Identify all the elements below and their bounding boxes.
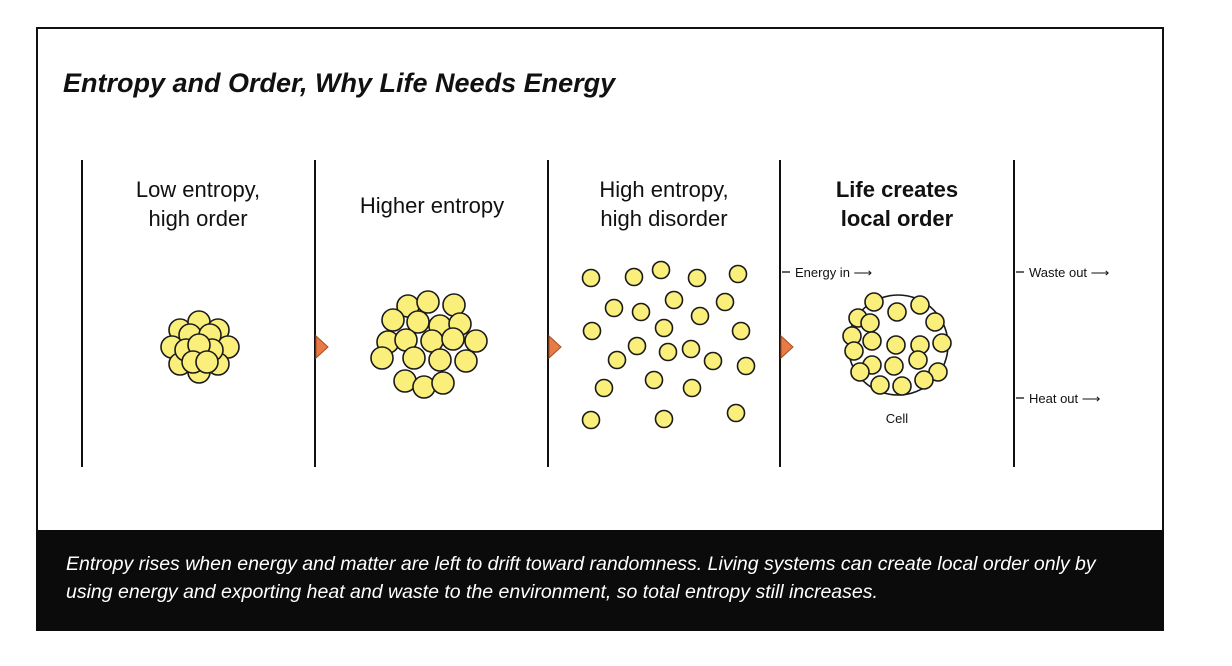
particle-inside-cell	[914, 370, 934, 390]
panel-label-high-line-2: high disorder	[600, 206, 727, 231]
particle-high-entropy	[581, 268, 601, 288]
particle-high-entropy	[664, 290, 684, 310]
particle-inside-cell	[886, 335, 906, 355]
waste-out-label: Waste out ⟶	[1029, 265, 1109, 280]
particle-high-entropy	[631, 302, 651, 322]
panel-label-low-line-2: high order	[148, 206, 247, 231]
chevron-right-icon	[548, 334, 562, 360]
caption-bar: Entropy rises when energy and matter are…	[36, 530, 1164, 631]
page-title: Entropy and Order, Why Life Needs Energy	[63, 68, 617, 98]
caption-text: Entropy rises when energy and matter are…	[66, 553, 1096, 603]
particle-higher-entropy	[431, 371, 455, 395]
particle-higher-entropy	[412, 375, 436, 399]
particle-high-entropy	[658, 342, 678, 362]
particle-inside-cell	[932, 333, 952, 353]
panel-label-higher: Higher entropy	[360, 193, 504, 218]
particle-high-entropy	[582, 321, 602, 341]
particle-higher-entropy	[402, 346, 426, 370]
particle-high-entropy	[654, 409, 674, 429]
panel-label-life-line-1: Life creates	[836, 177, 958, 202]
panel-label-low-line-1: Low entropy,	[136, 177, 260, 202]
particle-inside-cell	[862, 331, 882, 351]
particle-high-entropy	[607, 350, 627, 370]
particle-high-entropy	[654, 318, 674, 338]
cell-label: Cell	[886, 411, 909, 426]
particle-inside-cell	[887, 302, 907, 322]
panel-label-high-line-1: High entropy,	[599, 177, 728, 202]
particle-higher-entropy	[464, 329, 488, 353]
heat-out-label: Heat out ⟶	[1029, 391, 1100, 406]
particle-inside-cell	[870, 375, 890, 395]
particle-higher-entropy	[454, 349, 478, 373]
particle-inside-cell	[844, 341, 864, 361]
particle-high-entropy	[581, 410, 601, 430]
chevron-right-icon	[780, 334, 794, 360]
particle-high-entropy	[624, 267, 644, 287]
particle-high-entropy	[644, 370, 664, 390]
particle-high-entropy	[731, 321, 751, 341]
particle-high-entropy	[594, 378, 614, 398]
particle-high-entropy	[703, 351, 723, 371]
particle-higher-entropy	[416, 290, 440, 314]
panel-label-life-line-2: local order	[841, 206, 954, 231]
particle-high-entropy	[681, 339, 701, 359]
particle-inside-cell	[860, 313, 880, 333]
particle-inside-cell	[925, 312, 945, 332]
particle-inside-cell	[864, 292, 884, 312]
particle-higher-entropy	[381, 308, 405, 332]
particle-inside-cell	[892, 376, 912, 396]
particle-low-entropy	[195, 350, 219, 374]
particle-high-entropy	[726, 403, 746, 423]
particle-inside-cell	[884, 356, 904, 376]
particle-high-entropy	[651, 260, 671, 280]
particle-inside-cell	[910, 295, 930, 315]
chevron-right-icon	[315, 334, 329, 360]
particles-layer	[160, 260, 952, 430]
particle-high-entropy	[736, 356, 756, 376]
particle-higher-entropy	[370, 346, 394, 370]
particle-inside-cell	[908, 350, 928, 370]
particle-high-entropy	[687, 268, 707, 288]
particle-high-entropy	[682, 378, 702, 398]
particle-high-entropy	[604, 298, 624, 318]
particle-inside-cell	[850, 362, 870, 382]
particle-high-entropy	[728, 264, 748, 284]
particle-high-entropy	[690, 306, 710, 326]
particle-high-entropy	[627, 336, 647, 356]
particle-high-entropy	[715, 292, 735, 312]
energy-in-label: Energy in ⟶	[795, 265, 872, 280]
particle-higher-entropy	[428, 348, 452, 372]
particle-higher-entropy	[441, 327, 465, 351]
